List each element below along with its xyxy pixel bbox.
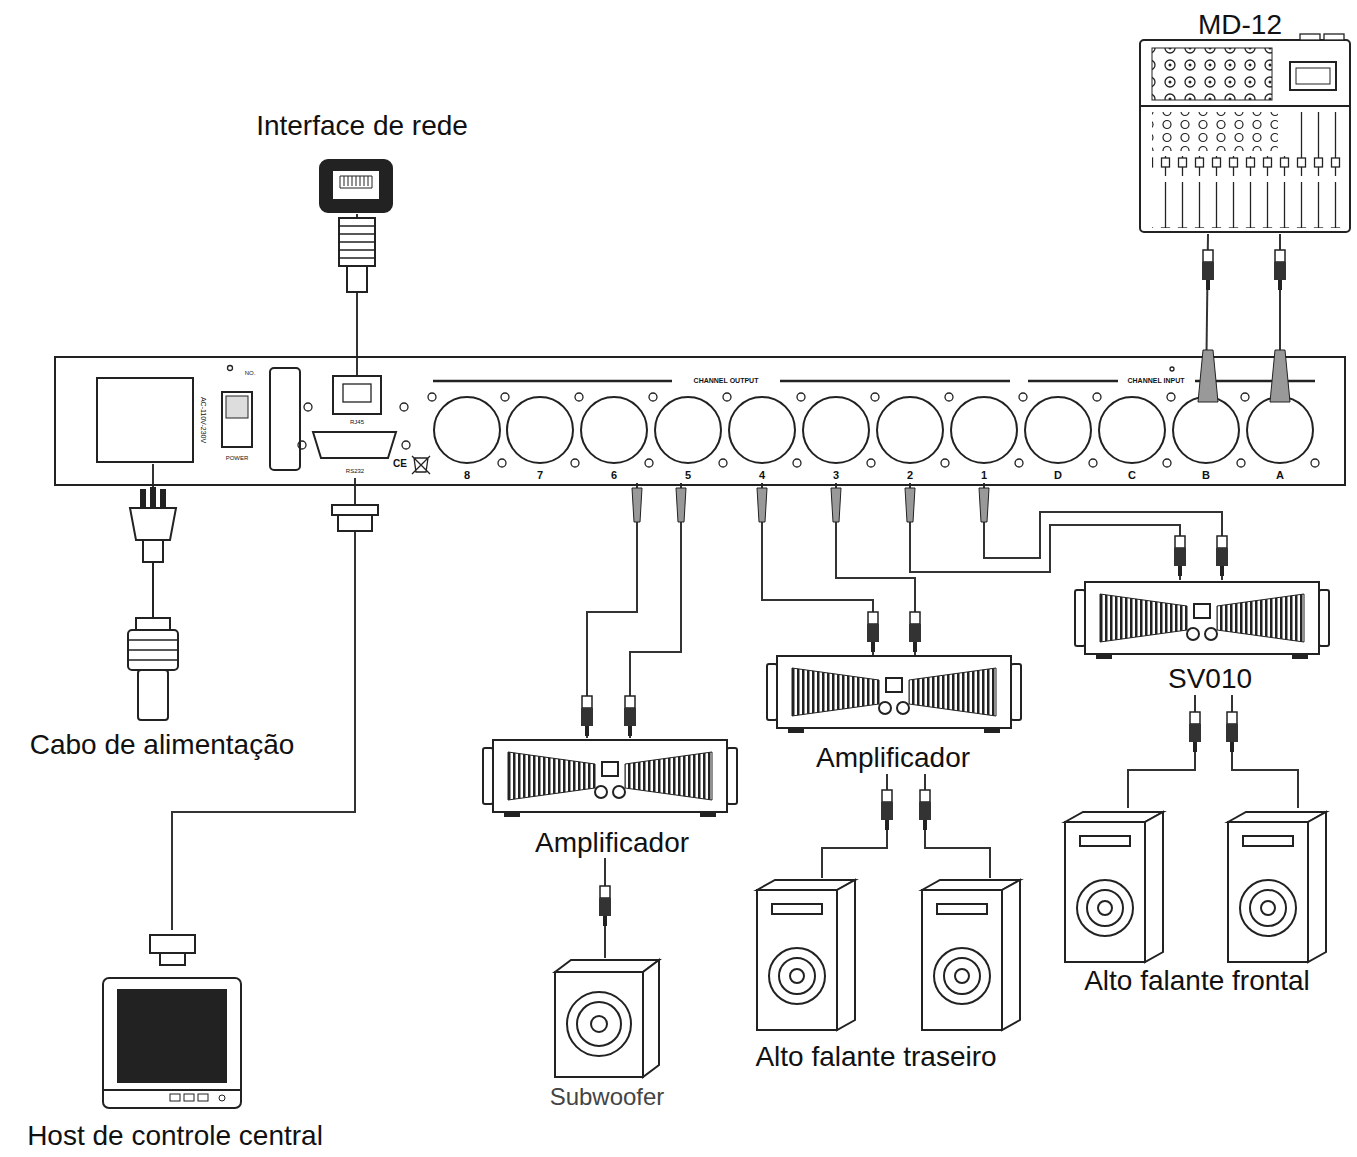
xlr-port: 5 — [652, 395, 724, 483]
rca-plugs — [581, 250, 1286, 926]
monitor-drawing — [103, 978, 241, 1108]
device-label: CHANNEL OUTPUT — [691, 377, 762, 385]
port-number: C — [1128, 469, 1136, 482]
cable — [172, 478, 355, 930]
panel-label: POWER — [226, 455, 249, 462]
control-host: Host de controle central — [5, 930, 350, 1154]
rear-panel-drawing — [55, 357, 1345, 485]
device-label: MD-12 — [1198, 9, 1282, 41]
device-label: Host de controle central — [27, 1120, 323, 1152]
subwoofer: Subwoofer — [540, 958, 680, 1114]
power-cable: Cabo de alimentação — [10, 488, 310, 760]
cable — [984, 483, 1222, 580]
cable — [1206, 234, 1208, 395]
xlr-port: 4 — [726, 395, 798, 483]
cable — [152, 464, 154, 488]
rear-panel: CHANNEL OUTPUT CHANNEL INPUT AC-110V-230V R… — [55, 357, 1345, 485]
device-label: Amplificador — [535, 827, 689, 859]
device-label: Interface de rede — [256, 110, 468, 142]
port-number: 1 — [981, 469, 987, 482]
device-label: AC-110V-230V — [199, 397, 207, 443]
device-label: Alto falante traseiro — [755, 1041, 996, 1073]
port-number: D — [1054, 469, 1062, 482]
cable — [1232, 695, 1298, 808]
cable — [925, 774, 990, 878]
rs232-port: RS232 — [310, 430, 398, 478]
device-label: Cabo de alimentação — [30, 729, 295, 761]
port-number: 7 — [537, 469, 543, 482]
mixer-drawing — [1140, 34, 1350, 232]
xlr-port: 8 — [431, 395, 503, 483]
device-label: Alto falante frontal — [1084, 965, 1310, 997]
xlr-port: B — [1170, 395, 1242, 483]
amplifier: Amplificador — [480, 738, 742, 858]
device-label: SV010 — [1168, 663, 1252, 695]
cable — [822, 774, 887, 878]
cable — [1279, 234, 1281, 395]
panel-label: NO. — [245, 370, 256, 377]
xlr-port: C — [1096, 395, 1168, 483]
port-number: B — [1202, 469, 1210, 482]
front-speakers: Alto falante frontal — [1050, 808, 1345, 998]
ac-inlet: AC-110V-230V — [95, 376, 210, 464]
subwoofer-drawing — [555, 960, 659, 1077]
xlr-port: 7 — [504, 395, 576, 483]
cable — [836, 483, 915, 656]
xlr-port: 3 — [800, 395, 872, 483]
speaker-drawings — [757, 812, 1326, 1030]
output-plugs — [632, 488, 989, 522]
xlr-port: 1 — [948, 395, 1020, 483]
amplifier: Amplificador — [762, 656, 1027, 774]
device-label: Amplificador — [816, 742, 970, 774]
port-number: A — [1276, 469, 1284, 482]
network-interface: Interface de rede — [230, 104, 500, 214]
mixer: MD-12 — [1140, 6, 1352, 234]
port-number: 4 — [759, 469, 765, 482]
device-label: Subwoofer — [550, 1083, 665, 1111]
port-number: 6 — [611, 469, 617, 482]
xlr-port: 6 — [578, 395, 650, 483]
xlr-sockets — [428, 350, 1319, 467]
xlr-port: 2 — [874, 395, 946, 483]
cable — [587, 483, 637, 738]
network-jack-drawing — [320, 160, 392, 292]
amplifier: SV010 — [1070, 580, 1335, 695]
amplifier-drawings — [483, 582, 1329, 816]
cable — [630, 483, 681, 738]
port-number: 2 — [907, 469, 913, 482]
power-cable-drawing — [128, 488, 178, 720]
port-number: 5 — [685, 469, 691, 482]
xlr-port: A — [1244, 395, 1316, 483]
xlr-port: D — [1022, 395, 1094, 483]
cable — [762, 483, 873, 656]
cable — [604, 858, 606, 958]
rj45-port: RJ45 — [330, 376, 384, 428]
device-label: RJ45 — [350, 419, 364, 426]
port-number: 3 — [833, 469, 839, 482]
cable — [356, 214, 358, 376]
device-label: RS232 — [346, 468, 364, 475]
device-label: CHANNEL INPUT — [1124, 377, 1187, 385]
cable — [1128, 695, 1195, 808]
rear-speakers: Alto falante traseiro — [735, 878, 1030, 1074]
panel-label: CE — [393, 458, 407, 470]
port-number: 8 — [464, 469, 470, 482]
cable — [910, 483, 1180, 580]
